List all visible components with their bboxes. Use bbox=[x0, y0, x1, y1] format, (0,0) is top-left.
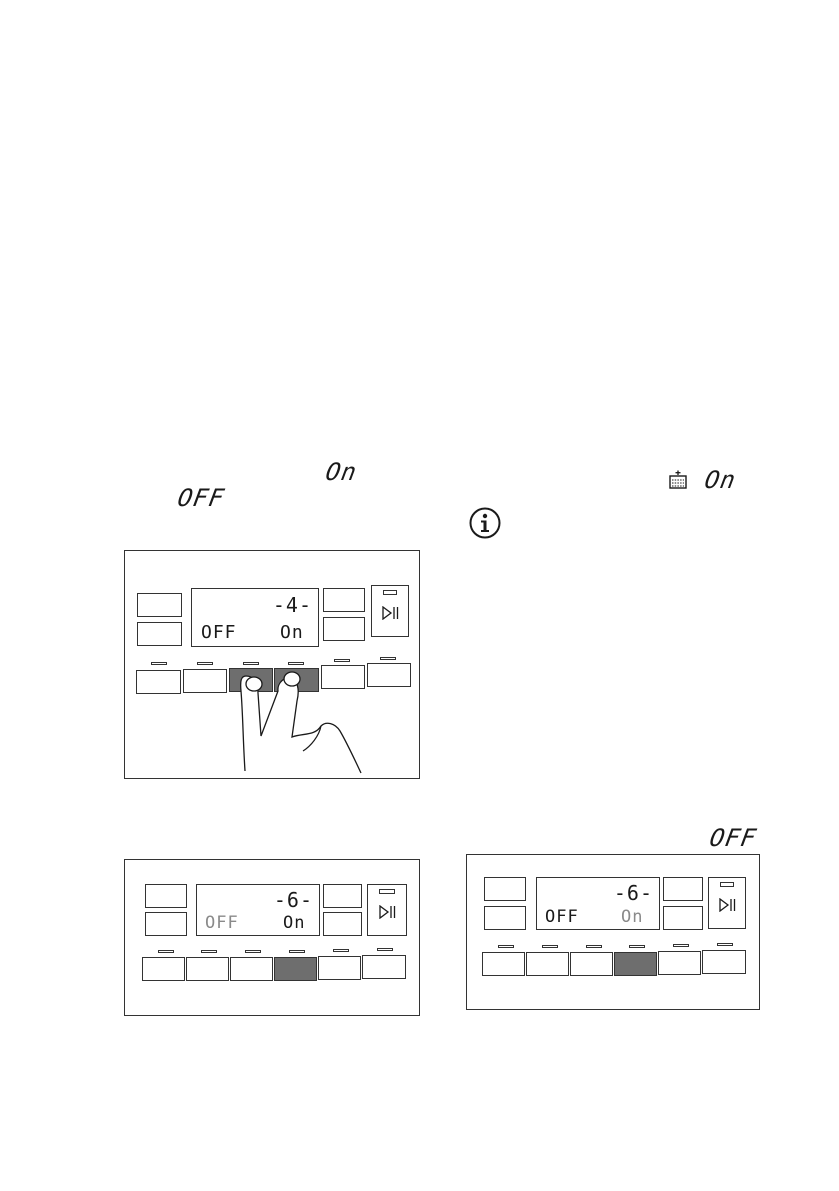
panel3-right-bottom-button[interactable] bbox=[663, 906, 703, 930]
panel2-option-button-4[interactable] bbox=[274, 957, 317, 981]
panel2-option-button-5[interactable] bbox=[318, 956, 361, 980]
off-symbol-bottom-right: OFF bbox=[708, 826, 759, 850]
on-symbol-top-left: On bbox=[324, 460, 359, 484]
two-finger-hand-icon bbox=[125, 551, 421, 780]
on-symbol-top-right: On bbox=[703, 468, 738, 492]
panel3-right-top-button[interactable] bbox=[663, 877, 703, 901]
panel3-left-top-button[interactable] bbox=[484, 877, 526, 901]
panel2-option-button-6[interactable] bbox=[362, 955, 406, 979]
panel3-led-2 bbox=[542, 945, 558, 948]
panel2-led-4 bbox=[289, 950, 305, 953]
panel2-led-2 bbox=[201, 950, 217, 953]
panel3-option-button-4[interactable] bbox=[614, 952, 657, 976]
off-symbol-top-left: OFF bbox=[176, 486, 227, 510]
panel2-display-main: -6- bbox=[274, 890, 313, 910]
panel3-display: -6- OFF On bbox=[536, 877, 660, 930]
panel3-left-bottom-button[interactable] bbox=[484, 906, 526, 930]
control-panel-1: -4- OFF On bbox=[124, 550, 420, 779]
play-pause-icon bbox=[718, 898, 738, 912]
panel3-display-main: -6- bbox=[614, 883, 653, 903]
panel2-option-button-1[interactable] bbox=[142, 957, 185, 981]
panel2-option-button-2[interactable] bbox=[186, 957, 229, 981]
panel2-left-bottom-button[interactable] bbox=[145, 912, 187, 936]
panel2-led-3 bbox=[245, 950, 261, 953]
info-icon bbox=[469, 507, 501, 539]
panel3-start-pause-button[interactable] bbox=[708, 877, 746, 929]
panel2-led-6 bbox=[377, 948, 393, 951]
panel2-right-top-button[interactable] bbox=[323, 884, 362, 908]
panel3-option-button-5[interactable] bbox=[658, 951, 701, 975]
panel2-led-5 bbox=[333, 949, 349, 952]
panel3-led-5 bbox=[673, 944, 689, 947]
control-panel-2: -6- OFF On bbox=[124, 859, 420, 1016]
panel2-right-bottom-button[interactable] bbox=[323, 912, 362, 936]
panel3-option-button-3[interactable] bbox=[570, 952, 613, 976]
panel3-option-button-1[interactable] bbox=[482, 952, 525, 976]
panel3-display-on: On bbox=[621, 909, 643, 926]
panel2-display: -6- OFF On bbox=[196, 884, 320, 936]
panel3-option-button-6[interactable] bbox=[702, 950, 746, 974]
panel2-left-top-button[interactable] bbox=[145, 884, 187, 908]
detergent-plus-icon bbox=[668, 470, 688, 490]
panel2-display-on: On bbox=[283, 915, 305, 932]
panel3-led-4 bbox=[629, 945, 645, 948]
panel3-led-6 bbox=[717, 943, 733, 946]
panel3-option-button-2[interactable] bbox=[526, 952, 569, 976]
panel2-display-off: OFF bbox=[205, 915, 239, 932]
panel2-start-pause-button[interactable] bbox=[367, 884, 407, 936]
play-pause-icon bbox=[378, 905, 398, 919]
panel2-option-button-3[interactable] bbox=[230, 957, 273, 981]
panel2-led-1 bbox=[158, 950, 174, 953]
panel3-led-3 bbox=[586, 945, 602, 948]
panel3-led-1 bbox=[498, 945, 514, 948]
control-panel-3: -6- OFF On bbox=[466, 854, 760, 1010]
panel3-display-off: OFF bbox=[545, 909, 579, 926]
